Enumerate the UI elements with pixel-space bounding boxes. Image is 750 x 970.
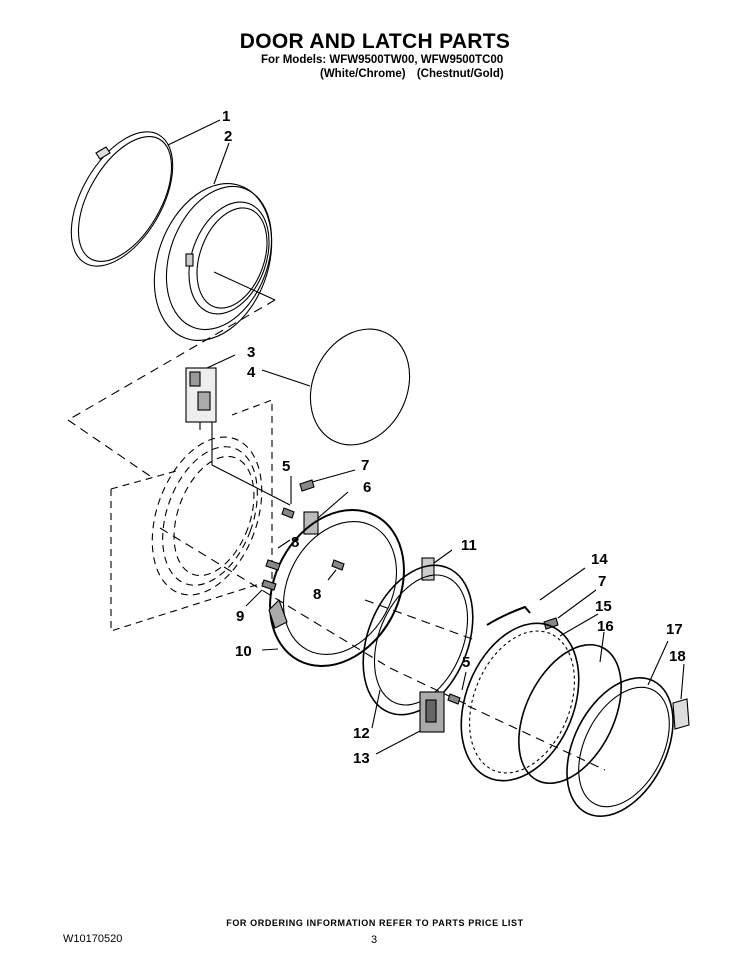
part-11-hinge-clip <box>421 549 453 581</box>
part-4-door-glass <box>261 328 411 446</box>
assembly-guide-lines <box>67 299 606 771</box>
part-9-screw <box>245 579 277 607</box>
part-6-door-strike <box>303 491 349 535</box>
callout-8b: 8 <box>313 586 321 603</box>
callout-16: 16 <box>597 618 614 635</box>
color-variant-chestnut: (Chestnut/Gold) <box>416 68 504 80</box>
part-10-outer-door-frame <box>261 508 405 668</box>
part-13-door-handle <box>375 691 445 755</box>
model-numbers: For Models: WFW9500TW00, WFW9500TC00 <box>261 54 504 66</box>
part-7-screw-lower <box>543 589 597 630</box>
part-8-screw-right <box>327 559 345 581</box>
callout-11: 11 <box>461 537 477 554</box>
callout-17: 17 <box>666 621 683 638</box>
callout-5b: 5 <box>462 654 470 671</box>
callout-12: 12 <box>353 725 370 742</box>
callout-14: 14 <box>591 551 608 568</box>
part-5-screw-upper <box>281 476 295 519</box>
part-18-nameplate <box>672 663 690 730</box>
part-17-door-front <box>566 640 674 817</box>
part-2-door-bellow <box>153 142 276 341</box>
ordering-note: FOR ORDERING INFORMATION REFER TO PARTS … <box>226 918 524 928</box>
color-variant-white: (White/Chrome) <box>320 68 406 80</box>
cabinet-front-panel <box>110 399 273 632</box>
page-number: 3 <box>371 934 378 946</box>
callout-4: 4 <box>247 364 256 381</box>
callout-18: 18 <box>669 648 686 665</box>
callout-3: 3 <box>247 344 255 361</box>
part-8-screw-left <box>265 539 291 571</box>
part-3-door-lock <box>185 354 291 506</box>
callout-6: 6 <box>363 479 371 496</box>
part-1-clamp-ring <box>70 119 221 267</box>
part-5-screw-lower <box>447 671 467 705</box>
callout-8a: 8 <box>291 534 299 551</box>
page-title: DOOR AND LATCH PARTS <box>239 30 511 53</box>
part-14-wire-harness <box>486 567 586 626</box>
part-16-door-trim <box>518 631 622 785</box>
part-15-inner-door-panel <box>460 613 599 782</box>
callout-7a: 7 <box>361 457 369 474</box>
callout-13: 13 <box>353 750 370 767</box>
part-12-inner-door-liner <box>362 564 474 729</box>
callout-10: 10 <box>235 643 252 660</box>
callout-2: 2 <box>224 128 232 145</box>
document-number: W10170520 <box>63 933 123 945</box>
callout-15: 15 <box>595 598 612 615</box>
callout-7b: 7 <box>598 573 606 590</box>
callout-9: 9 <box>236 608 244 625</box>
callout-5a: 5 <box>282 458 290 475</box>
part-7-screw-upper <box>299 469 356 492</box>
callout-1: 1 <box>222 108 230 125</box>
color-variants: (White/Chrome) (Chestnut/Gold) <box>320 67 512 81</box>
